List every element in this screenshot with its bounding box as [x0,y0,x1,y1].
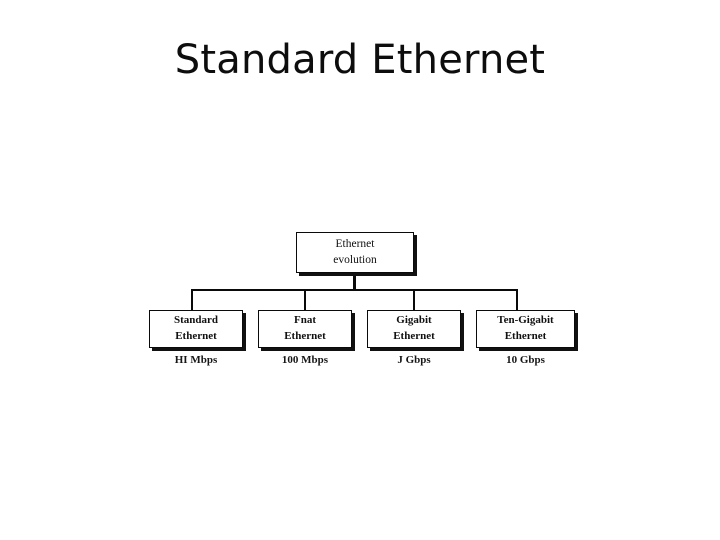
node-label-line1: Standard [173,314,219,327]
node-label-line1: Gigabit [396,314,432,327]
node-label-line1: Ethernet [335,237,375,250]
connector-drop-ten-gigabit [516,289,519,311]
caption-ten-gigabit-ethernet-speed: 10 Gbps [506,354,545,366]
caption-gigabit-ethernet-speed: J Gbps [397,354,431,366]
node-label-line2: Ethernet [284,330,326,342]
node-label-line1: Ten-Gigabit [497,314,554,327]
node-standard-ethernet: Standard Ethernet [149,310,243,348]
node-label-line1: Fnat [294,314,316,327]
node-fast-ethernet: Fnat Ethernet [258,310,352,348]
connector-drop-fast [304,289,307,311]
caption-fast-ethernet-speed: 100 Mbps [281,354,329,366]
node-label-line2: Ethernet [393,330,435,342]
node-label-line2: Ethernet [504,330,547,342]
node-label-line2: Ethernet [175,330,217,342]
connector-horizontal-bus [191,289,516,292]
node-ethernet-evolution: Ethernet evolution [296,232,414,273]
node-ten-gigabit-ethernet: Ten-Gigabit Ethernet [476,310,575,348]
node-gigabit-ethernet: Gigabit Ethernet [367,310,461,348]
connector-root-stem [353,273,356,291]
connector-drop-standard [191,289,194,311]
node-label-line2: evolution [333,253,377,266]
page-title: Standard Ethernet [174,37,546,83]
caption-standard-ethernet-speed: HI Mbps [174,354,218,366]
connector-drop-gigabit [413,289,416,311]
ethernet-evolution-diagram: Ethernet evolution Standard Ethernet HI … [140,222,580,382]
